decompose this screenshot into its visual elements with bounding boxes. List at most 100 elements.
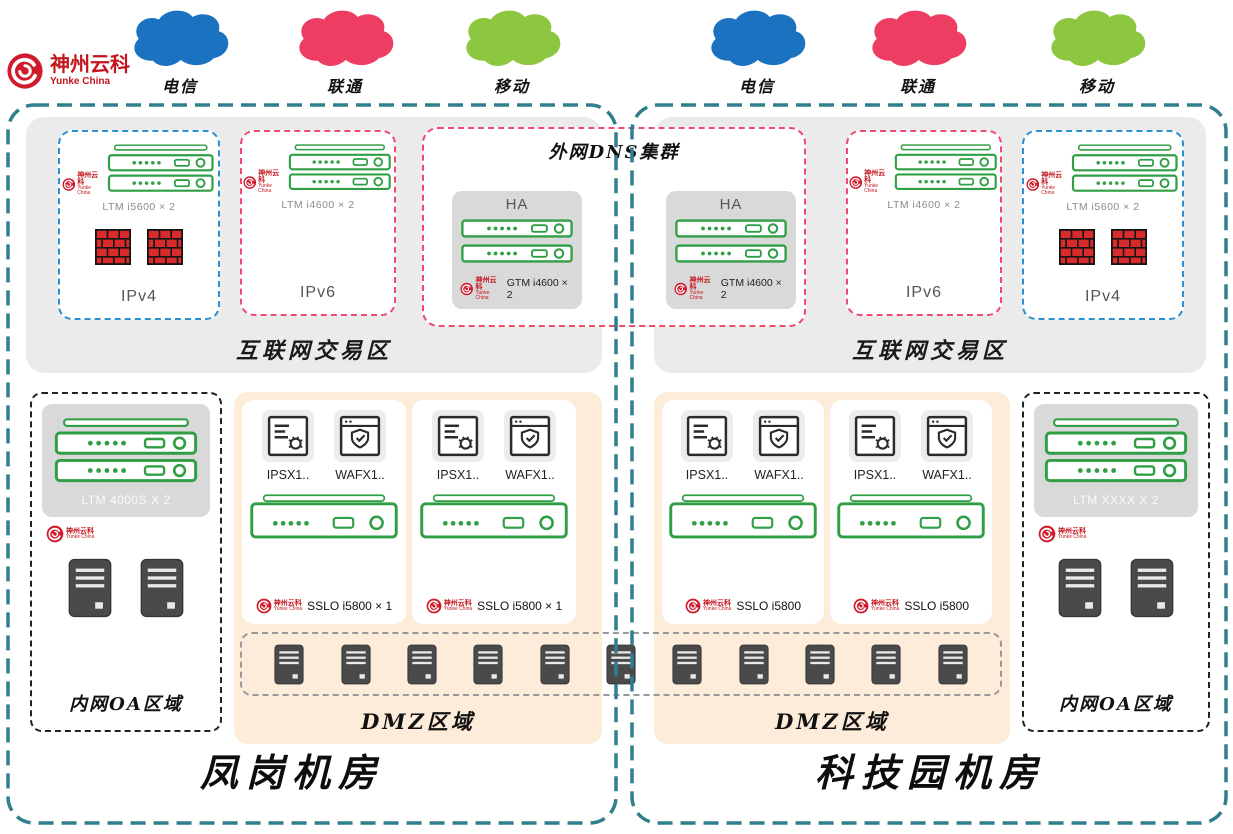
ips-icon: [267, 415, 309, 457]
yunke-logo-icon: [243, 175, 257, 190]
yunke-logo-icon: [674, 282, 687, 296]
yunke-logo-icon: [853, 598, 869, 614]
cloud-icon: [859, 6, 977, 70]
room-label-fenggang: 凤岗机房: [199, 750, 384, 795]
ha-label: HA: [719, 196, 743, 213]
internet-zone-label: 互联网交易区: [235, 338, 392, 364]
ips-label: IPSX1..: [853, 468, 897, 482]
dmz-zone-label: DMZ区域: [361, 709, 475, 734]
server-group: [32, 558, 220, 618]
firewall-icon: [1059, 229, 1095, 265]
cloud-icon: [1038, 6, 1156, 70]
dmz-zone-label: DMZ区域: [775, 709, 889, 734]
sslo-appliance-icon: [420, 494, 568, 539]
gtm-appliance-icon: [461, 244, 573, 263]
waf-module: WAFX1..: [504, 410, 556, 482]
server-icon: [1058, 558, 1102, 618]
server-group: [1024, 558, 1208, 618]
ips-module: IPSX1..: [432, 410, 484, 482]
sslo-label: SSLO i5800 × 1: [477, 599, 563, 613]
ipv4-label: IPv4: [1084, 288, 1121, 305]
server-icon: [341, 644, 371, 685]
ipv6-label: IPv6: [299, 284, 336, 301]
ips-label: IPSX1..: [436, 468, 480, 482]
cloud-icon: [453, 6, 571, 70]
cloud-mobile-right: 移动: [1038, 6, 1156, 97]
ips-label: IPSX1..: [685, 468, 729, 482]
cloud-icon: [286, 6, 404, 70]
cloud-label: 移动: [1078, 77, 1115, 96]
ipv6-label: IPv6: [905, 284, 942, 301]
cloud-label: 电信: [161, 77, 198, 96]
ipv4-label: IPv4: [120, 288, 157, 305]
cloud-icon: [121, 6, 239, 70]
waf-icon: [339, 415, 381, 457]
appliance-stack-icon: [892, 142, 1000, 194]
server-icon: [672, 644, 702, 685]
internet-zone-label: 互联网交易区: [851, 338, 1008, 364]
ltm-cluster: LTM XXXX X 2: [1034, 404, 1198, 517]
yunke-logo-icon: [1026, 177, 1040, 192]
yunke-logo-icon: [426, 598, 442, 614]
yunke-logo-icon: [460, 282, 473, 296]
firewall-row: [1059, 229, 1147, 265]
dmz-server-strip: [240, 632, 1002, 696]
yunke-logo-icon: [849, 175, 863, 190]
waf-label: WAFX1..: [922, 468, 972, 482]
server-icon: [805, 644, 835, 685]
cloud-icon: [698, 6, 816, 70]
gtm-label: GTM i4600 × 2: [720, 277, 782, 301]
waf-icon: [509, 415, 551, 457]
brand-subtitle: Yunke China: [50, 76, 111, 87]
appliance-stack-icon: [1069, 142, 1180, 196]
ips-icon: [437, 415, 479, 457]
sslo-label: SSLO i5800: [736, 599, 802, 613]
dns-cluster-title: 外网DNS集群: [548, 142, 680, 163]
server-icon: [68, 558, 112, 618]
server-icon: [871, 644, 901, 685]
waf-module: WAFX1..: [334, 410, 386, 482]
appliance-stack-icon: [286, 142, 394, 194]
cloud-telecom-left: 电信: [121, 6, 239, 97]
ips-module: IPSX1..: [262, 410, 314, 482]
ips-module: IPSX1..: [849, 410, 901, 482]
server-icon: [606, 644, 636, 685]
server-icon: [1130, 558, 1174, 618]
gtm-appliance-icon: [461, 219, 573, 238]
cloud-label: 电信: [738, 77, 775, 96]
waf-module: WAFX1..: [753, 410, 805, 482]
server-icon: [473, 644, 503, 685]
device-label: LTM i5600 × 2: [1066, 201, 1140, 213]
server-icon: [140, 558, 184, 618]
device-label: LTM i4600 × 2: [887, 199, 961, 211]
gtm-appliance-icon: [675, 244, 787, 263]
yunke-logo-icon: [685, 598, 701, 614]
company-logo: 神州云科 Yunke China: [6, 52, 130, 90]
waf-label: WAFX1..: [335, 468, 385, 482]
appliance-stack-icon: [1041, 418, 1191, 485]
oa-zone-label: 内网OA区域: [69, 694, 183, 715]
yunke-logo-icon: [256, 598, 272, 614]
